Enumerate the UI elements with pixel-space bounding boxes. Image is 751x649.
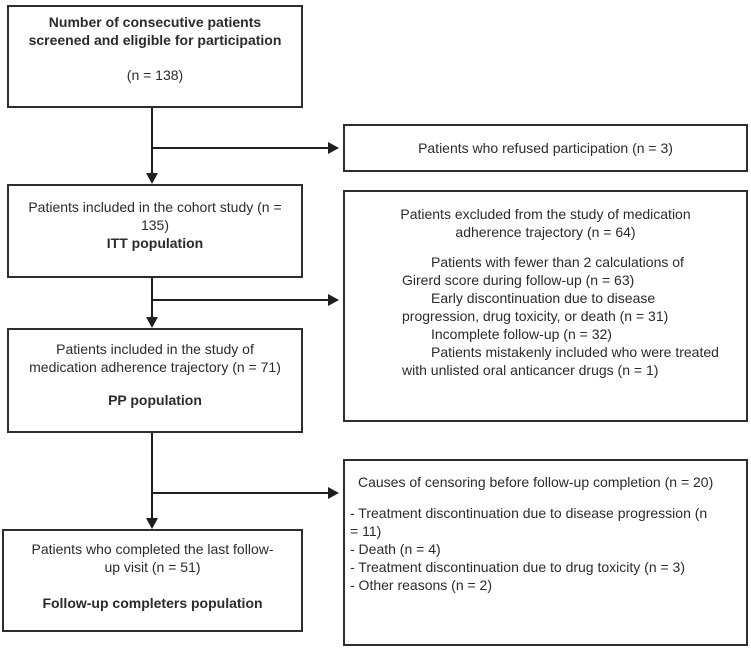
- arrowhead-down-adherence-icon: [146, 317, 158, 328]
- excluded-item-line: progression, drug toxicity, or death (n …: [402, 308, 669, 324]
- excluded-item-line: Girerd score during follow-up (n = 63): [402, 272, 635, 288]
- connector-cohort-to-adherence: [151, 278, 153, 318]
- connector-branch-censoring: [151, 492, 328, 494]
- excluded-item: Patients with fewer than 2 calculations …: [345, 253, 746, 289]
- box-cohort-line1: Patients included in the cohort study (n…: [28, 199, 282, 215]
- box-adherence-population-label: PP population: [108, 392, 202, 408]
- box-excluded: Patients excluded from the study of medi…: [343, 190, 748, 422]
- arrowhead-right-censoring-icon: [328, 487, 339, 499]
- box-screened-title-line1: Number of consecutive patients: [48, 14, 262, 30]
- excluded-item-line: Patients with fewer than 2 calculations …: [431, 254, 684, 270]
- excluded-item-line: with unlisted oral anticancer drugs (n =…: [402, 362, 659, 378]
- censoring-item-line: - Treatment discontinuation due to drug …: [350, 559, 686, 575]
- box-refused: Patients who refused participation (n = …: [343, 124, 748, 172]
- box-screened-count: (n = 138): [126, 67, 184, 83]
- excluded-item: Incomplete follow-up (n = 32): [345, 325, 746, 343]
- box-cohort-line2: 135): [140, 217, 170, 233]
- box-completers-line2: up visit (n = 51): [104, 559, 201, 575]
- box-adherence: Patients included in the study of medica…: [7, 328, 303, 433]
- box-excluded-heading-line1: Patients excluded from the study of medi…: [400, 206, 691, 222]
- censoring-item-line: - Death (n = 4): [350, 541, 441, 557]
- box-screened-title-line2: screened and eligible for participation: [28, 32, 282, 48]
- box-cohort-population-label: ITT population: [106, 235, 204, 251]
- connector-adherence-to-completers: [151, 433, 153, 519]
- box-screened: Number of consecutive patients screened …: [7, 5, 303, 108]
- excluded-item-line: Patients mistakenly included who were tr…: [431, 344, 719, 360]
- arrowhead-down-cohort-icon: [146, 173, 158, 184]
- box-completers: Patients who completed the last follow- …: [2, 529, 303, 632]
- box-adherence-line1: Patients included in the study of: [56, 341, 254, 357]
- censoring-item-line: - Treatment discontinuation due to disea…: [350, 505, 708, 521]
- censoring-item-line: - Other reasons (n = 2): [350, 577, 493, 593]
- censoring-item-line: = 11): [350, 523, 382, 539]
- excluded-item-line: Early discontinuation due to disease: [431, 290, 656, 306]
- box-censoring-heading: Causes of censoring before follow-up com…: [358, 474, 714, 490]
- box-cohort: Patients included in the cohort study (n…: [7, 184, 303, 278]
- box-censoring: Causes of censoring before follow-up com…: [343, 459, 748, 646]
- arrowhead-right-refused-icon: [328, 142, 339, 154]
- arrowhead-down-completers-icon: [146, 518, 158, 529]
- box-censoring-item-list: - Treatment discontinuation due to disea…: [350, 504, 742, 594]
- connector-branch-excluded: [151, 299, 328, 301]
- box-completers-line1: Patients who completed the last follow-: [31, 541, 274, 557]
- excluded-item: Early discontinuation due to disease pro…: [345, 289, 746, 325]
- connector-branch-refused: [151, 147, 328, 149]
- box-completers-population-label: Follow-up completers population: [42, 595, 263, 611]
- box-refused-text: Patients who refused participation (n = …: [418, 140, 673, 156]
- excluded-item: Patients mistakenly included who were tr…: [345, 343, 746, 379]
- box-excluded-heading-line2: adherence trajectory (n = 64): [455, 224, 636, 240]
- box-adherence-line2: medication adherence trajectory (n = 71): [29, 359, 281, 375]
- arrowhead-right-excluded-icon: [328, 294, 339, 306]
- box-excluded-item-list: Patients with fewer than 2 calculations …: [345, 253, 746, 379]
- excluded-item-line: Incomplete follow-up (n = 32): [431, 326, 612, 342]
- connector-screened-to-cohort: [151, 108, 153, 174]
